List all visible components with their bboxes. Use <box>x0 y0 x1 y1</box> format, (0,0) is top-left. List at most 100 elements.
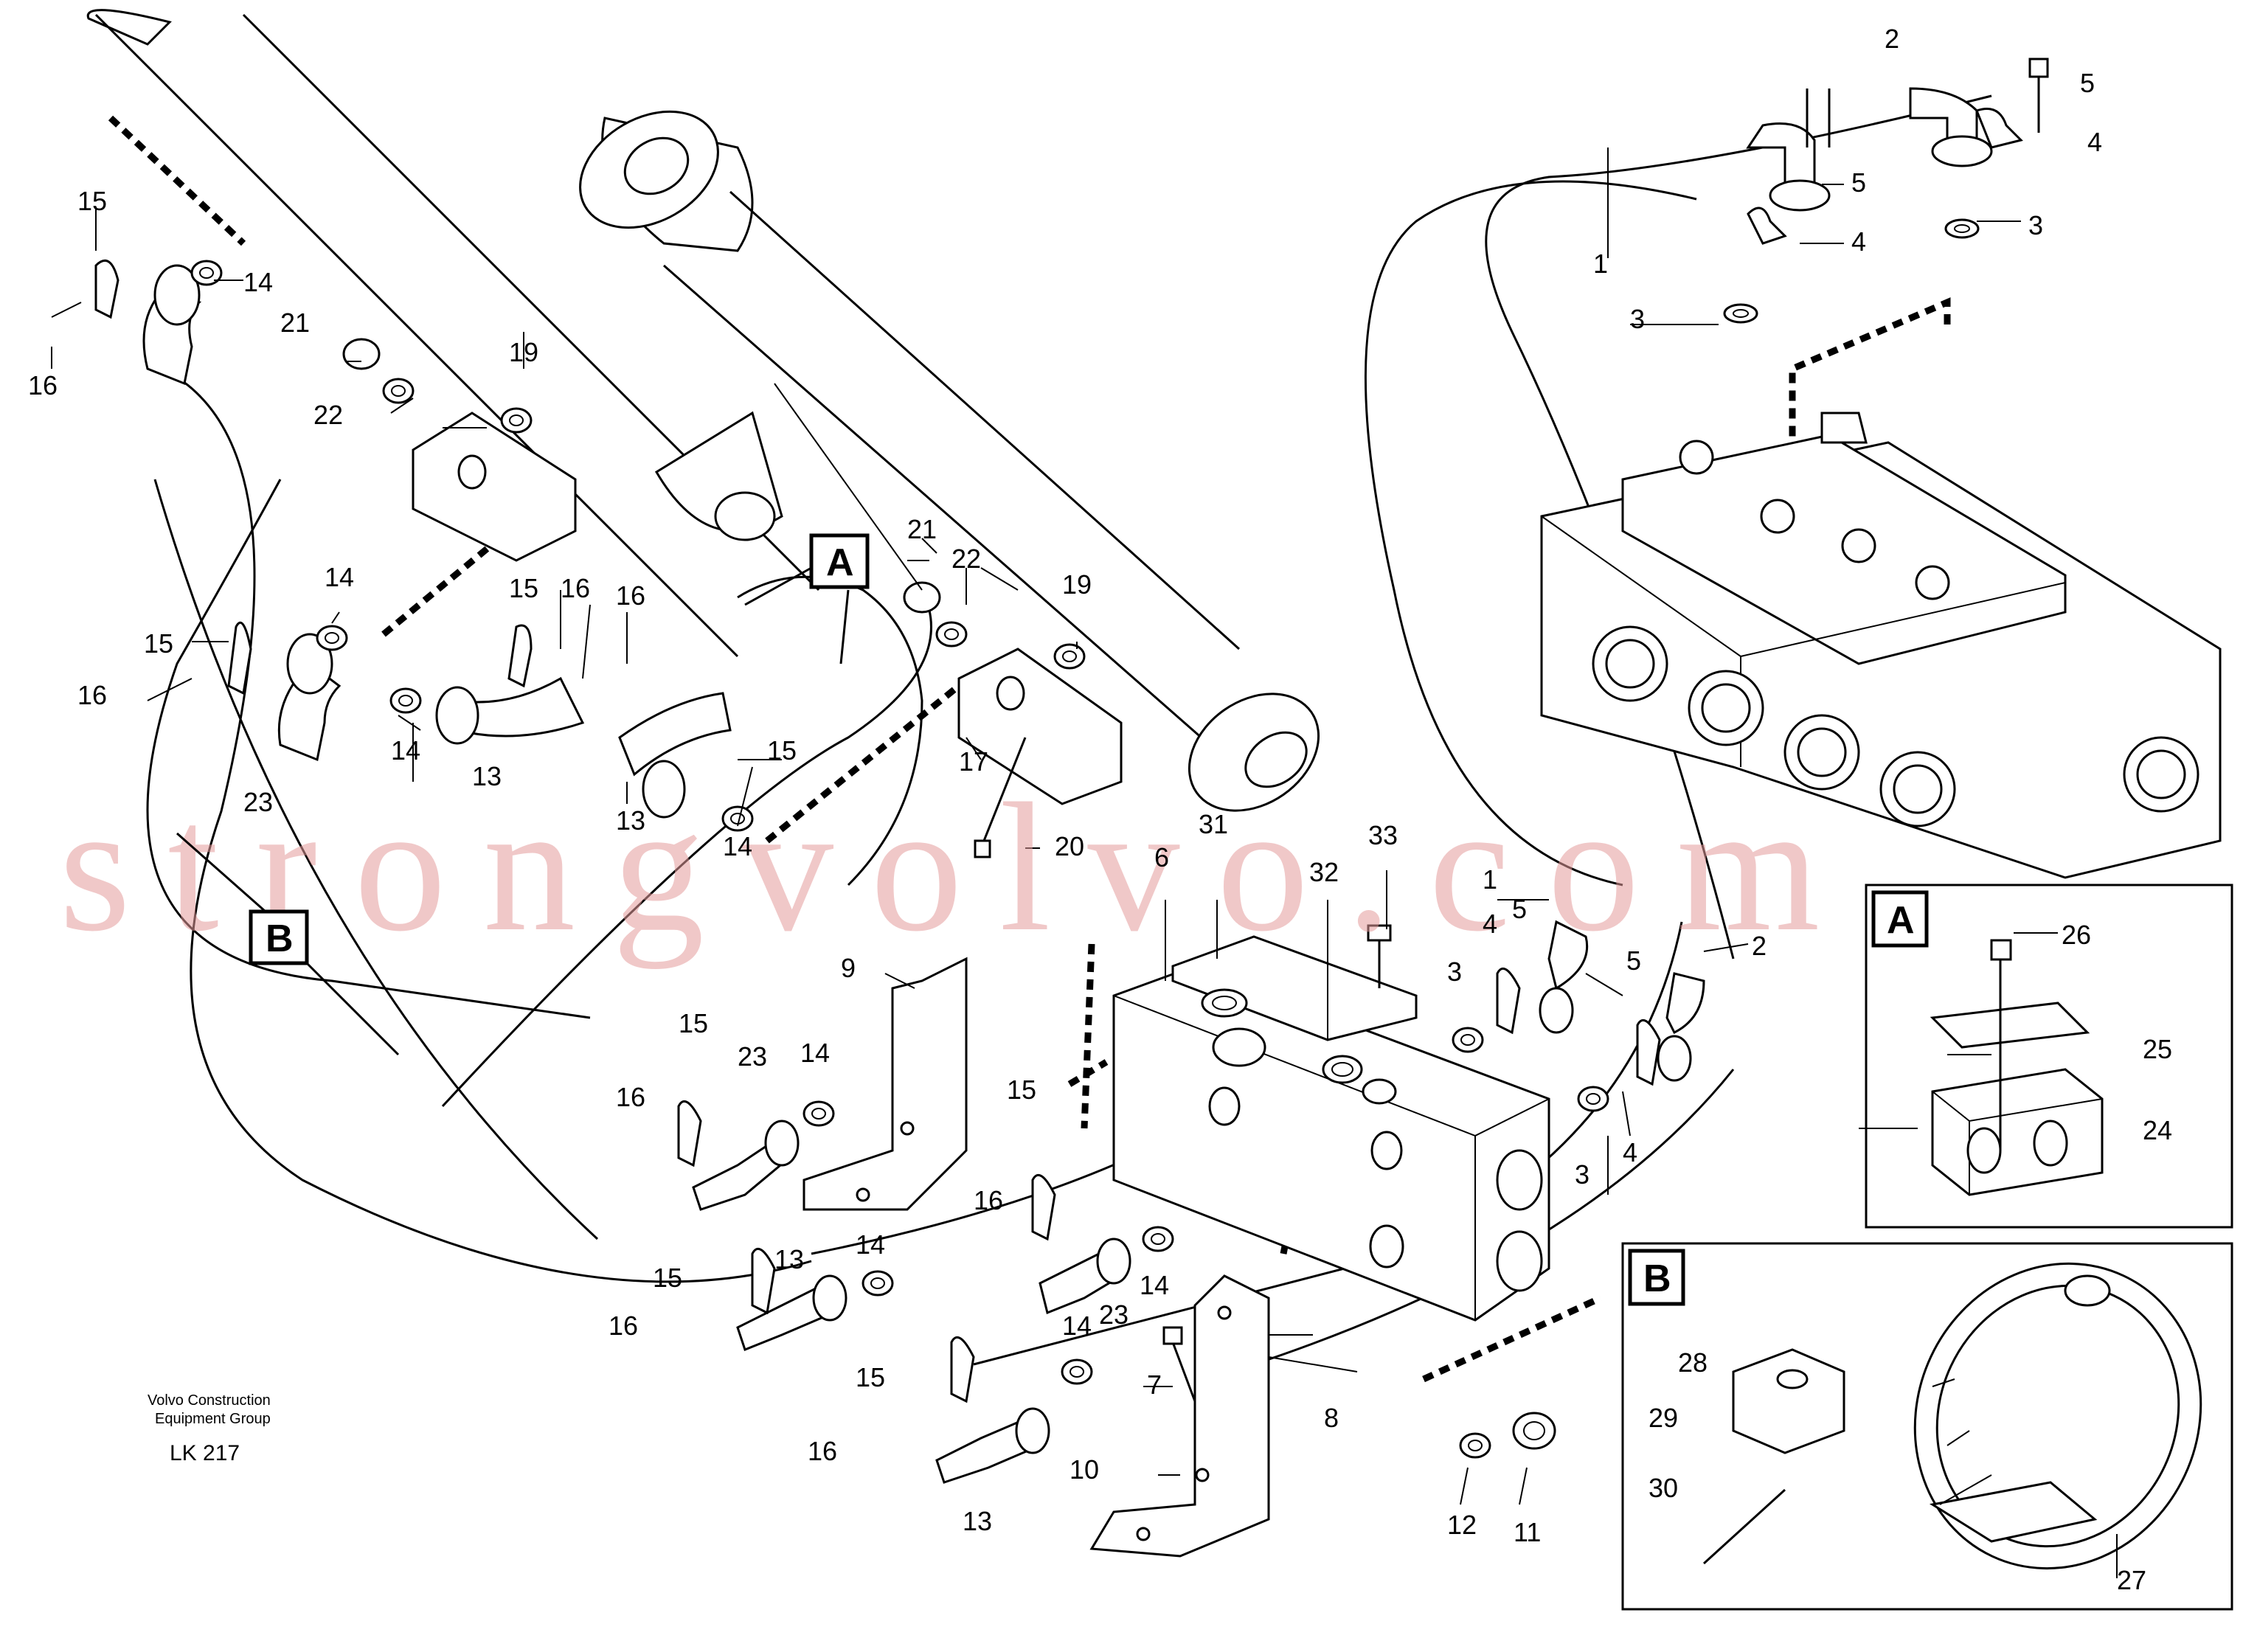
callout-32: 32 <box>1309 857 1339 887</box>
callout-23: 23 <box>243 787 273 817</box>
callout-15: 15 <box>767 735 797 766</box>
hose-fittings <box>142 87 1993 1082</box>
callout-16: 16 <box>808 1436 837 1466</box>
footer-legend: Volvo Construction Equipment Group LK 21… <box>148 1392 271 1465</box>
port-block-18 <box>412 412 577 562</box>
callout-14: 14 <box>856 1229 885 1260</box>
callout-14: 14 <box>243 267 273 297</box>
callout-5: 5 <box>2080 68 2095 98</box>
callout-19: 19 <box>1062 569 1092 600</box>
reference-a-label: A <box>826 541 854 584</box>
callout-19: 19 <box>509 337 538 367</box>
callout-15: 15 <box>509 573 538 603</box>
boom-cylinder-right <box>579 110 1320 812</box>
callout-23: 23 <box>738 1041 767 1072</box>
washers <box>190 218 1980 1459</box>
distribution-block <box>1112 935 1550 1322</box>
port-block-17 <box>957 648 1123 805</box>
callout-4: 4 <box>1483 909 1497 939</box>
callout-14: 14 <box>1062 1311 1092 1341</box>
callout-15: 15 <box>77 186 107 216</box>
callout-13: 13 <box>472 761 502 791</box>
callout-15: 15 <box>856 1362 885 1392</box>
callout-31: 31 <box>1199 809 1228 839</box>
callout-15: 15 <box>1007 1075 1036 1105</box>
callout-16: 16 <box>616 580 645 611</box>
callout-21: 21 <box>907 514 937 544</box>
callout-1: 1 <box>1483 864 1497 895</box>
callout-3: 3 <box>2028 210 2043 240</box>
callout-15: 15 <box>653 1263 682 1293</box>
reference-b-label: B <box>266 917 294 960</box>
callout-12: 12 <box>1447 1510 1477 1540</box>
control-valve-block <box>1540 412 2222 879</box>
callout-5: 5 <box>1512 894 1527 924</box>
detail-b-letter: B <box>1643 1257 1671 1300</box>
callout-33: 33 <box>1368 820 1398 850</box>
clamps <box>94 108 2023 1403</box>
callout-14: 14 <box>1140 1270 1169 1300</box>
company-line-2: Equipment Group <box>155 1411 271 1427</box>
callout-14: 14 <box>800 1038 830 1068</box>
callout-2: 2 <box>1885 24 1899 54</box>
callout-2: 2 <box>1752 931 1767 961</box>
callout-26: 26 <box>2062 920 2091 950</box>
callout-22: 22 <box>313 400 343 430</box>
callout-1: 1 <box>1593 249 1608 279</box>
callout-23: 23 <box>1099 1299 1129 1330</box>
callout-22: 22 <box>951 544 981 574</box>
callout-4: 4 <box>2087 127 2102 157</box>
callout-5: 5 <box>1851 167 1866 198</box>
callout-28: 28 <box>1678 1347 1708 1378</box>
callout-24: 24 <box>2143 1115 2172 1145</box>
callout-25: 25 <box>2143 1034 2172 1064</box>
company-line-1: Volvo Construction <box>148 1392 271 1409</box>
callout-15: 15 <box>679 1008 708 1038</box>
callout-7: 7 <box>1147 1370 1162 1400</box>
callout-4: 4 <box>1623 1137 1637 1167</box>
callout-30: 30 <box>1649 1473 1678 1503</box>
detail-a-letter: A <box>1887 899 1915 942</box>
callout-11: 11 <box>1514 1517 1541 1547</box>
bracket-8 <box>1089 1274 1270 1558</box>
plugs-and-bolts <box>342 58 2049 1450</box>
callout-13: 13 <box>963 1506 992 1536</box>
callout-20: 20 <box>1055 831 1084 861</box>
callout-16: 16 <box>561 573 590 603</box>
callout-29: 29 <box>1649 1403 1678 1433</box>
drawing-id: LK 217 <box>170 1441 240 1465</box>
callout-16: 16 <box>616 1082 645 1112</box>
callout-21: 21 <box>280 308 310 338</box>
callout-8: 8 <box>1324 1403 1339 1433</box>
callout-9: 9 <box>841 953 856 983</box>
reference-markers: A B <box>176 533 870 1056</box>
callout-14: 14 <box>391 735 420 766</box>
callout-3: 3 <box>1575 1159 1589 1190</box>
callout-16: 16 <box>28 370 58 400</box>
callout-numbers: 15 14 16 21 19 22 14 15 16 14 13 15 16 1… <box>28 24 2172 1595</box>
callout-16: 16 <box>609 1311 638 1341</box>
hose-ends-straight <box>692 1120 1131 1484</box>
callout-5: 5 <box>1626 945 1641 976</box>
callout-14: 14 <box>325 562 354 592</box>
boom-cylinder-left <box>86 9 820 658</box>
callout-15: 15 <box>144 628 173 659</box>
callout-13: 13 <box>774 1244 804 1274</box>
callout-13: 13 <box>616 805 645 836</box>
callout-3: 3 <box>1447 957 1462 987</box>
callout-3: 3 <box>1630 304 1645 334</box>
leader-lines <box>51 148 2118 1578</box>
callout-17: 17 <box>959 746 988 777</box>
callout-27: 27 <box>2117 1565 2146 1595</box>
callout-6: 6 <box>1154 842 1169 872</box>
detail-box-b: B <box>1621 1242 2233 1611</box>
detail-box-a: A <box>1865 884 2233 1229</box>
callout-4: 4 <box>1851 226 1866 257</box>
callout-16: 16 <box>974 1185 1003 1215</box>
callout-10: 10 <box>1070 1454 1099 1485</box>
watermark: strongvolvo.com <box>59 766 1857 970</box>
bracket-9 <box>802 957 968 1211</box>
callout-16: 16 <box>77 680 107 710</box>
callout-14: 14 <box>723 831 752 861</box>
